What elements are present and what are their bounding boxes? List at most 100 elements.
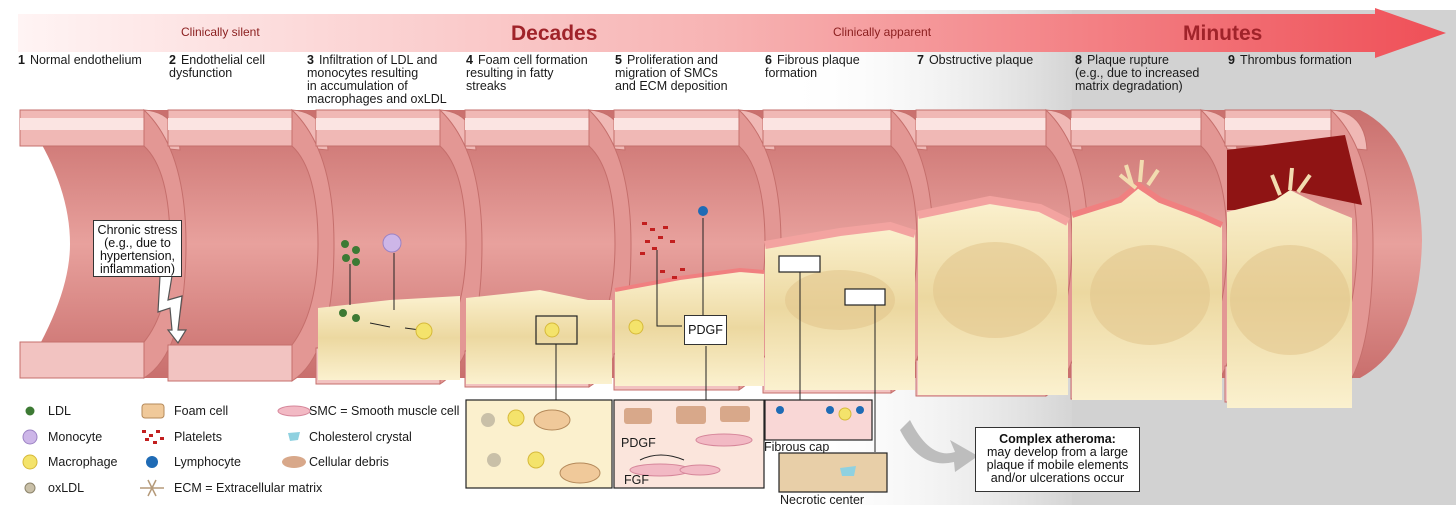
vessel-ring-band xyxy=(614,118,739,130)
label-decades: Decades xyxy=(511,22,598,45)
cholesterol-crystal-icon xyxy=(288,432,300,441)
legend-label: ECM = Extracellular matrix xyxy=(174,481,323,495)
legend-label: SMC = Smooth muscle cell xyxy=(309,404,460,418)
legend-label: Cellular debris xyxy=(309,455,389,469)
step-line: Normal endothelium xyxy=(29,53,142,67)
step-number: 3 xyxy=(307,53,314,67)
step-line: streaks xyxy=(466,79,507,93)
step-line: in accumulation of xyxy=(307,79,408,93)
step-line: formation xyxy=(765,66,818,80)
step-line: Infiltration of LDL and xyxy=(318,53,438,67)
vessel-ring-band xyxy=(316,118,440,130)
step-line: matrix degradation) xyxy=(1075,79,1183,93)
step-line: dysfunction xyxy=(169,66,233,80)
vessel-ring-band xyxy=(20,118,144,130)
timeline-arrow xyxy=(18,8,1446,58)
macrophage-cells xyxy=(415,319,644,340)
platelets-cluster xyxy=(640,222,685,279)
step-number: 5 xyxy=(615,53,622,67)
step-line: Proliferation and xyxy=(626,53,718,67)
plaque-stage-9 xyxy=(1227,135,1362,408)
step-number: 6 xyxy=(765,53,772,67)
chronic-stress-arrow xyxy=(157,275,188,345)
legend-label: Platelets xyxy=(174,430,222,444)
chronic-stress-box: Chronic stress (e.g., due to hypertensio… xyxy=(93,220,182,277)
step-line: Plaque rupture xyxy=(1086,53,1169,67)
vessel-ring-band xyxy=(465,118,589,130)
vessel-ring-band xyxy=(763,118,891,130)
step-line: Obstructive plaque xyxy=(928,53,1034,67)
vessel-arrows xyxy=(349,218,704,331)
step-line: Foam cell formation xyxy=(477,53,588,67)
step-number: 7 xyxy=(917,53,924,67)
step-line: monocytes resulting xyxy=(307,66,419,80)
smc-icon xyxy=(277,405,311,417)
complex-atheroma-arrow xyxy=(900,420,978,472)
step-number: 8 xyxy=(1075,53,1082,67)
legend-label: Macrophage xyxy=(48,455,118,469)
step-7-title: 7 Obstructive plaque xyxy=(917,54,1033,67)
inset-necrotic-center xyxy=(778,452,888,493)
marker-box-fibrous-cap xyxy=(778,255,821,273)
legend-label: Cholesterol crystal xyxy=(309,430,412,444)
legend-label: Monocyte xyxy=(48,430,103,444)
marker-box-necrotic xyxy=(844,288,886,306)
step-9-title: 9 Thrombus formation xyxy=(1228,54,1352,67)
step-line: Endothelial cell xyxy=(180,53,266,67)
necrotic-center-label: Necrotic center xyxy=(780,493,865,507)
step-number: 2 xyxy=(169,53,176,67)
step-1-title: 1 Normal endothelium xyxy=(18,54,142,67)
lymphocyte-cell xyxy=(698,206,708,216)
step-line: Thrombus formation xyxy=(1239,53,1352,67)
legend-icons xyxy=(22,403,311,497)
step-line: macrophages and oxLDL xyxy=(307,92,447,106)
fibrous-cap-label: Fibrous cap xyxy=(764,440,830,454)
foam-cell-icon xyxy=(141,403,165,419)
legend-label: Foam cell xyxy=(174,404,229,418)
macrophage-icon xyxy=(22,454,38,470)
vessel-ring-bottom xyxy=(19,341,145,379)
oxldl-icon xyxy=(24,482,36,494)
legend-label: oxLDL xyxy=(48,481,85,495)
legend-label: LDL xyxy=(48,404,71,418)
step-number: 4 xyxy=(466,53,473,67)
monocyte-icon xyxy=(22,429,38,445)
vessel-ring-band xyxy=(1225,118,1331,130)
complex-atheroma-box: Complex atheroma: may develop from a lar… xyxy=(975,427,1140,492)
ldl-particles xyxy=(339,240,360,322)
cellular-debris-icon xyxy=(282,456,306,468)
inset-fibrous-cap xyxy=(764,399,873,441)
plaque-stage-8 xyxy=(1071,159,1224,400)
plaque-stage-3 xyxy=(318,296,460,380)
vessel-ring-band xyxy=(168,118,292,130)
step-line: resulting in fatty xyxy=(466,66,554,80)
label-clinically-silent: Clinically silent xyxy=(181,25,260,39)
step-line: Fibrous plaque xyxy=(776,53,860,67)
step-line: (e.g., due to increased xyxy=(1075,66,1200,80)
plaque-stage-6 xyxy=(764,221,917,390)
ecm-icon xyxy=(140,479,164,497)
plaque-stage-7 xyxy=(917,195,1070,395)
vessel-ring-band xyxy=(1071,118,1201,130)
step-number: 9 xyxy=(1228,53,1235,67)
step-number: 1 xyxy=(18,53,25,67)
pdgf-inset-label: PDGF xyxy=(621,436,656,450)
fgf-inset-label: FGF xyxy=(624,473,649,487)
monocyte-cell xyxy=(382,233,402,253)
vessel-ring-band xyxy=(916,118,1046,130)
step-line: migration of SMCs xyxy=(615,66,718,80)
ldl-icon xyxy=(25,406,35,416)
plaque-stage-4 xyxy=(466,290,612,384)
legend-label: Lymphocyte xyxy=(174,455,241,469)
lymphocyte-icon xyxy=(146,456,158,468)
platelets-icon xyxy=(142,430,164,444)
label-clinically-apparent: Clinically apparent xyxy=(833,25,932,39)
pdgf-box: PDGF xyxy=(684,315,727,345)
label-minutes: Minutes xyxy=(1183,22,1263,45)
